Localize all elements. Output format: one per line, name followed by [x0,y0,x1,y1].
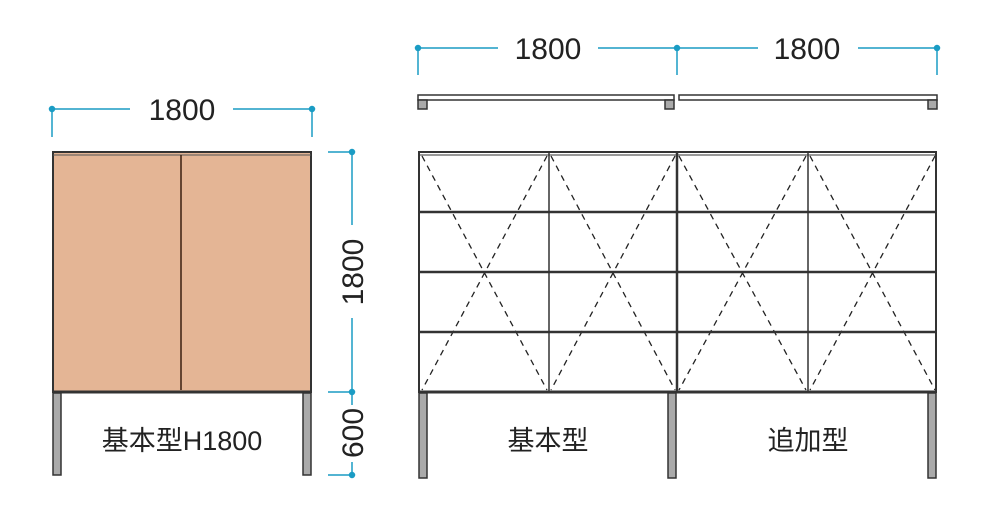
right-leg [302,392,312,476]
cabinet-body [52,151,312,393]
left-height-label: 1800 [337,239,370,306]
right-width-label-1: 1800 [515,33,582,66]
right-width-dimension [414,44,941,75]
left-height-dimension [328,148,356,479]
right-shelf-system: 1800 1800 基本型 [414,33,941,479]
left-cabinet: 1800 1800 600 基本型H1800 [48,94,370,479]
legs [418,392,937,479]
caption-basic: 基本型 [508,426,589,456]
right-width-label-2: 1800 [774,33,841,66]
left-width-label: 1800 [149,94,216,127]
caption-added: 追加型 [768,426,849,456]
frame [418,151,937,394]
left-leg [52,392,62,476]
left-leg-height-label: 600 [337,408,370,458]
plan-view [417,94,938,110]
left-width-dimension [48,105,316,137]
left-caption: 基本型H1800 [102,426,263,456]
